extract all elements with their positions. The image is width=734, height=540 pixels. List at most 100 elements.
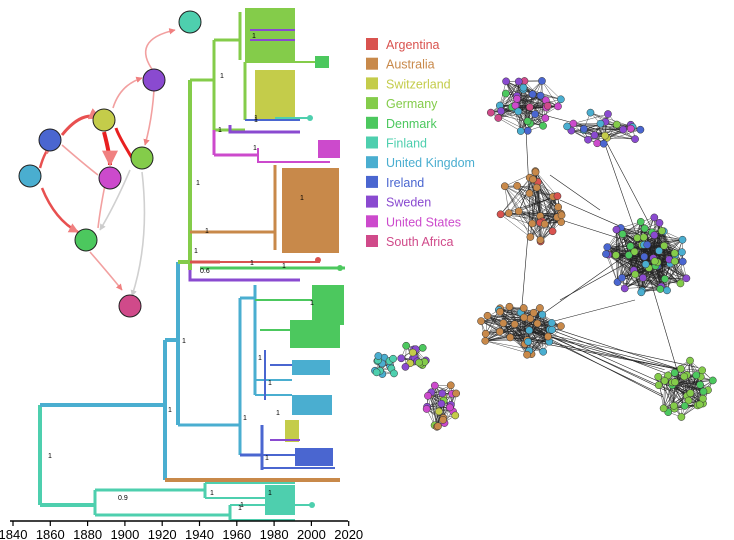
network-node [528,90,537,99]
network-node [523,126,532,135]
network-node [437,399,446,408]
legend-swatch [366,116,378,129]
network-cluster [602,213,691,297]
support-value: 1 [238,505,242,512]
network-node [655,247,663,255]
network-node [402,341,411,350]
legend-label: United Kingdom [386,156,475,170]
network-node [510,320,519,329]
network-node [481,329,490,338]
network-node [526,233,535,241]
network-node [670,401,678,410]
support-value: 1 [168,407,172,414]
network-node [541,114,550,122]
legend-label: South Africa [386,235,453,249]
migration-edge [89,251,123,291]
support-value: 1 [205,228,209,235]
network-node [586,108,595,117]
migration-edge [143,89,155,146]
migration-network [18,10,202,318]
network-node [603,243,612,251]
legend-label: Germany [386,97,438,111]
network-node [538,77,546,85]
axis-tick-label: 1840 [0,527,27,540]
network-cluster [563,108,645,148]
network-cluster [654,356,717,421]
network-node [486,108,495,117]
network-node [580,124,588,133]
network-node [532,183,541,192]
legend-swatch [366,136,378,149]
support-value: 1 [300,195,304,202]
network-node [686,389,695,398]
network-node [418,344,427,352]
network-node [390,369,398,378]
legend-label: Denmark [386,117,437,131]
network-node [514,107,523,116]
network-node [451,411,460,420]
network-node [531,110,539,119]
network-node [680,372,689,381]
legend-label: Finland [386,137,427,151]
network-node [513,181,522,190]
network-node [678,235,687,244]
support-value: 1 [253,145,257,152]
migration-edge [61,144,99,176]
network-node [602,250,610,258]
node-germany [130,146,154,170]
network-node [422,405,431,413]
network-node [520,313,528,322]
network-node [696,380,705,389]
network-node [533,319,542,328]
network-node [631,270,640,279]
network-node [650,257,659,266]
network-node [656,285,665,293]
axis-tick-label: 1940 [185,527,214,540]
network-node [650,213,659,222]
migration-edge [130,171,146,297]
axis-tick-label: 2020 [334,527,363,540]
network-node [639,233,648,242]
network-node [692,371,701,380]
network-cluster [371,352,398,378]
network-node [658,227,666,235]
network-node [557,322,565,330]
network-node [505,302,514,311]
network-node [513,94,521,103]
legend: ArgentinaAustraliaSwitzerlandGermanyDenm… [366,38,475,249]
network-node [501,89,510,98]
network-node [618,230,627,238]
network-node [618,273,626,282]
legend-swatch [366,215,378,228]
network-node [601,131,609,140]
network-node [495,327,504,336]
support-value: 1 [254,117,258,124]
network-cluster [477,302,565,359]
support-value: 1 [243,415,247,422]
support-value: 1 [268,490,272,497]
network-node [670,249,679,258]
network-node [502,77,510,86]
network-node [525,326,534,335]
network-node [536,236,545,244]
network-node [523,350,531,359]
network-node [633,234,642,242]
network-node [684,396,693,405]
axis-tick-label: 1920 [148,527,177,540]
network-node [612,120,621,129]
axis-tick-label: 1860 [36,527,65,540]
network-node [654,372,663,381]
network-node [538,310,547,319]
network-node [439,416,447,424]
network-node [505,209,513,217]
network-node [631,135,639,143]
migration-edge [40,187,79,234]
network-node [640,252,649,261]
network-node [643,240,652,249]
network-node [678,257,687,266]
network-node [548,227,557,236]
support-value: 1 [310,300,314,307]
network-node [500,182,509,191]
support-value: 0.6 [200,268,210,275]
